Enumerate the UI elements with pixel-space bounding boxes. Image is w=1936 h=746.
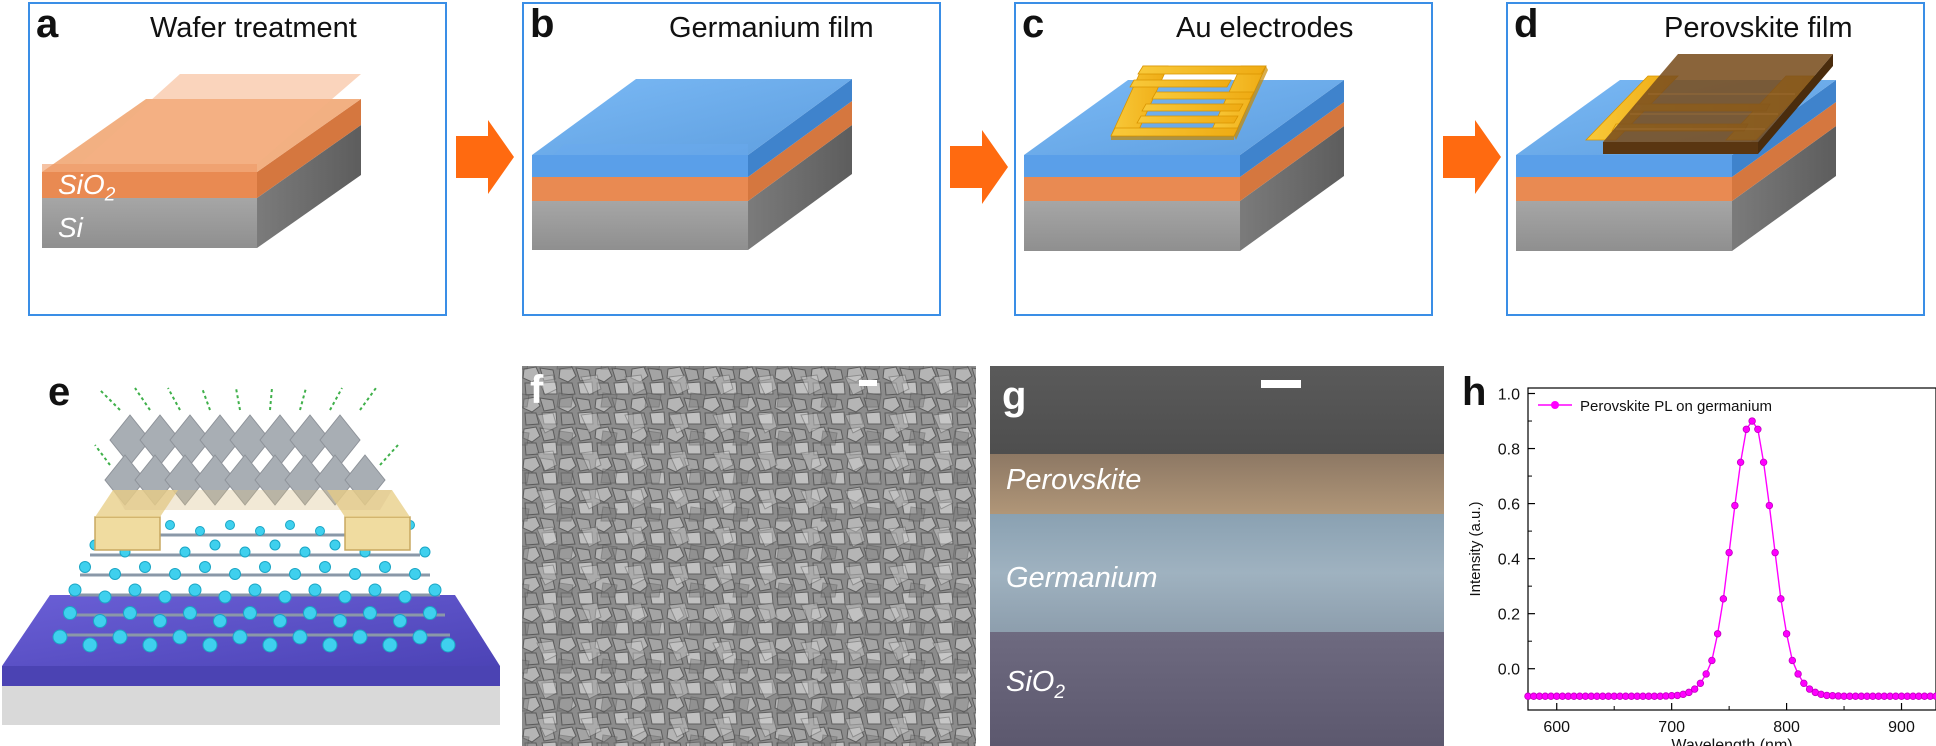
y-tick-label: 0.8 [1498, 442, 1520, 459]
panel-title: Perovskite film [1664, 12, 1853, 44]
panel-title: Wafer treatment [150, 12, 357, 44]
y-tick-label: 0.4 [1498, 552, 1520, 569]
gold-electrode-blocks [94, 490, 411, 551]
plot-frame [1527, 387, 1936, 711]
data-point [1782, 630, 1791, 638]
arrow-right-icon [1443, 120, 1501, 194]
legend-marker [1551, 401, 1559, 409]
data-point [1702, 670, 1710, 678]
au-electrodes-illustration [1024, 65, 1344, 251]
panel-a-frame: a Wafer treatment SiO2 Si [28, 2, 447, 316]
panel-letter: c [1022, 2, 1045, 46]
panel-b-frame: b Germanium film [522, 2, 941, 316]
sem-sio2-layer [990, 632, 1444, 746]
sem-germanium-layer [990, 514, 1444, 632]
panel-letter: d [1514, 2, 1539, 46]
x-tick-label: 700 [1658, 719, 1685, 736]
germanium-layer-label: Germanium [1006, 562, 1158, 594]
arrow-right-icon [950, 130, 1008, 204]
data-point [1731, 501, 1739, 510]
y-tick-label: 0.6 [1498, 497, 1520, 514]
data-point [1696, 679, 1705, 688]
series-line [1528, 419, 1936, 697]
x-tick-label: 800 [1773, 719, 1800, 736]
x-tick-label: 900 [1888, 719, 1915, 736]
y-axis-label: Intensity (a.u.) [1467, 501, 1484, 596]
arrow-right-icon [456, 120, 514, 194]
panel-c-frame: c Au electrodes [1014, 2, 1433, 316]
si-layer-label: Si [58, 212, 83, 243]
data-point [1713, 630, 1722, 638]
y-tick-label: 0.2 [1498, 607, 1520, 624]
scale-bar [859, 380, 877, 386]
data-point [1742, 425, 1751, 433]
data-point [1748, 417, 1756, 425]
data-point [1685, 688, 1693, 697]
sio2-layer-label: SiO2 [58, 169, 116, 206]
sem-vacuum-region [990, 366, 1444, 454]
sio2-layer-label: SiO2 [1006, 666, 1065, 703]
data-point [1794, 670, 1802, 678]
germanium-film-illustration [532, 79, 852, 250]
data-point [1805, 685, 1814, 693]
panel-letter: f [530, 368, 544, 412]
x-tick-label: 600 [1543, 719, 1570, 736]
data-point [1736, 458, 1745, 467]
scale-bar [1261, 380, 1301, 388]
data-point [1771, 548, 1779, 557]
data-point [1777, 595, 1785, 603]
pl-spectrum-chart: 0.0 0.2 0.4 0.6 0.8 1.0 600 700 800 900Wavelength… [1467, 387, 1936, 746]
panel-letter: h [1462, 370, 1487, 414]
x-axis-label: Wavelength (nm) [1671, 737, 1792, 746]
sem-topview-image: f [522, 366, 976, 746]
perovskite-octahedra [104, 414, 386, 506]
panel-letter: a [36, 2, 59, 46]
panel-title: Au electrodes [1176, 12, 1354, 44]
data-point [1754, 425, 1762, 433]
panel-letter: b [530, 2, 555, 46]
data-point [1719, 595, 1728, 603]
y-tick-label: 1.0 [1498, 387, 1520, 404]
data-point [1759, 458, 1768, 467]
data-point [1690, 685, 1699, 693]
panel-d-frame: d Perovskite film [1506, 2, 1925, 316]
data-point [1800, 679, 1808, 688]
panel-title: Germanium film [669, 12, 874, 44]
device-schematic-illustration [2, 387, 500, 725]
wafer-illustration [42, 74, 361, 248]
data-point [1708, 656, 1716, 665]
data-point [1725, 548, 1733, 557]
y-tick-label: 0.0 [1498, 662, 1520, 679]
panel-letter: e [48, 370, 71, 414]
legend-label: Perovskite PL on germanium [1580, 398, 1772, 415]
perovskite-layer-label: Perovskite [1006, 464, 1142, 496]
sem-cross-section-image: g Perovskite Germanium SiO2 [990, 366, 1444, 746]
data-point [1932, 692, 1936, 700]
data-point [1765, 501, 1774, 510]
panel-letter: g [1002, 374, 1027, 418]
data-point [1788, 656, 1797, 665]
perovskite-film-illustration [1516, 54, 1836, 251]
perovskite-ligands [94, 387, 399, 466]
sem-perovskite-layer [990, 454, 1444, 514]
